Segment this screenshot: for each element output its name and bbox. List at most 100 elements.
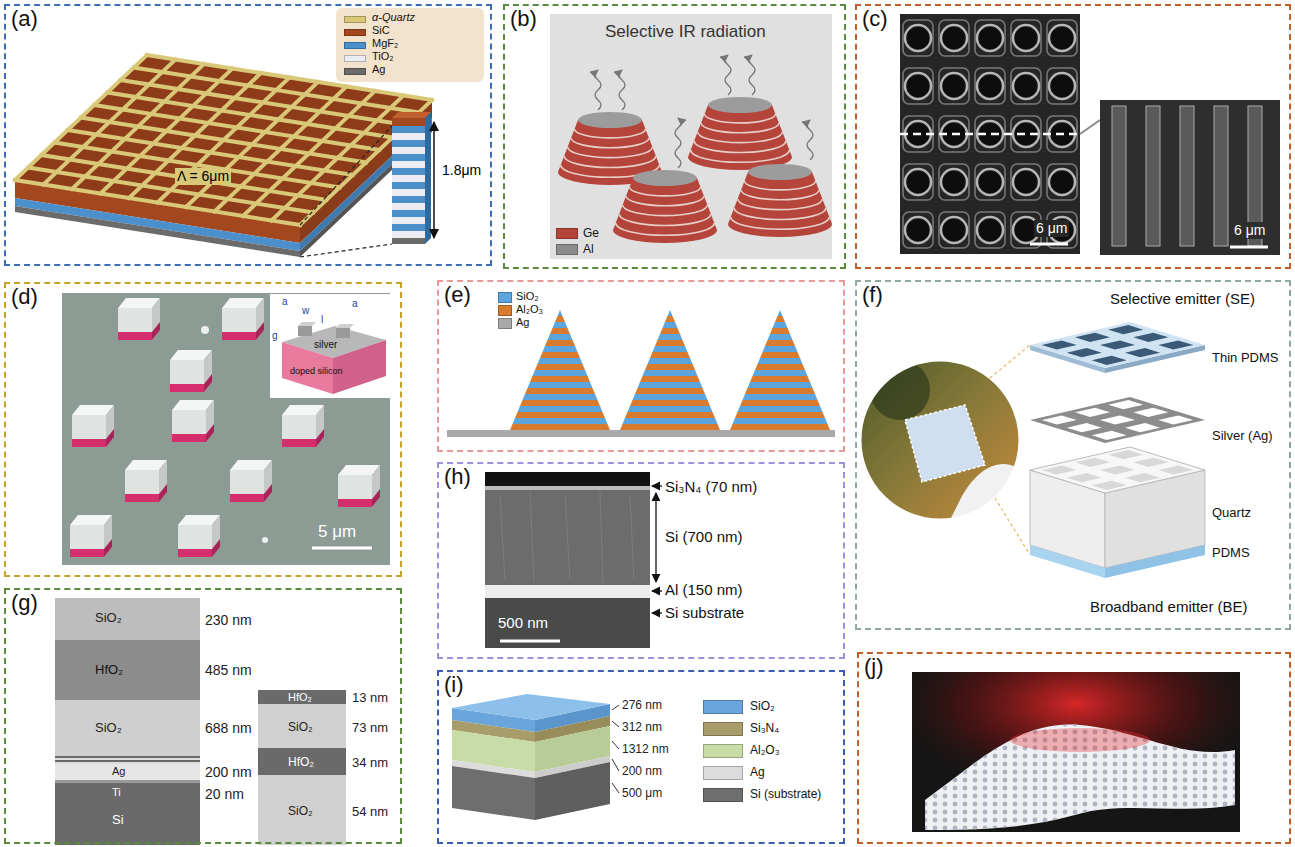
figure-label: SiO₂	[288, 804, 313, 818]
figure-label: 500 μm	[622, 786, 662, 800]
legend-swatch	[344, 42, 366, 49]
figure-label: Silver (Ag)	[1212, 428, 1273, 444]
legend-text: SiO₂	[516, 290, 539, 303]
figure-label: 200 nm	[205, 764, 252, 781]
figure-label: 200 nm	[622, 764, 662, 778]
cone-emitters	[550, 14, 832, 259]
figure-label: Al (150 nm)	[665, 581, 743, 599]
multilayer-block	[452, 694, 619, 820]
figure-label: l	[321, 314, 323, 326]
figure-panel: (i)	[437, 670, 845, 844]
legend-swatch	[498, 292, 512, 303]
panel-letter: (g)	[11, 591, 38, 615]
legend-text: α-Quartz	[372, 11, 415, 24]
legend-swatch	[703, 788, 743, 802]
legend-text: MgF₂	[372, 37, 398, 50]
figure-label: doped silicon	[290, 366, 343, 377]
figure-label: a	[282, 296, 288, 308]
legend-swatch	[703, 766, 743, 780]
figure-label: Ti	[112, 786, 121, 799]
panel-letter: (f)	[862, 283, 883, 307]
legend-text: Ge	[583, 226, 599, 240]
figure-panel: (f)	[855, 280, 1291, 630]
sem-pillars	[62, 293, 390, 565]
legend-text: Al₂O₃	[516, 303, 543, 316]
panel-letter: (d)	[11, 285, 38, 309]
figure-label: 276 nm	[622, 698, 662, 712]
figure-label: 6 μm	[1232, 222, 1267, 239]
panel-letter: (i)	[444, 673, 464, 697]
figure-panel: (a)	[4, 4, 492, 266]
legend-text: Ag	[516, 316, 529, 329]
figure-panel: (c)	[855, 4, 1291, 269]
panel-letter: (j)	[864, 655, 884, 679]
legend-swatch	[498, 318, 512, 329]
figure-label: 20 nm	[205, 786, 244, 803]
figure-label: 34 nm	[352, 755, 388, 771]
panel-letter: (e)	[444, 283, 471, 307]
metamaterial-slab	[15, 8, 484, 257]
legend-swatch	[344, 68, 366, 75]
legend-swatch	[556, 244, 578, 255]
figure-label: Quartz	[1212, 505, 1251, 521]
legend-swatch	[556, 228, 578, 239]
legend-swatch	[703, 744, 743, 758]
legend-text: SiO₂	[750, 699, 775, 713]
figure-label: w	[302, 305, 309, 317]
figure-label: Ag	[112, 765, 125, 778]
figure-label: 312 nm	[622, 720, 662, 734]
figure-label: 485 nm	[205, 662, 252, 679]
legend-text: TiO₂	[372, 50, 394, 63]
figure-label: Si (700 nm)	[665, 528, 743, 546]
figure-label: HfO₂	[288, 691, 312, 704]
figure-label: Λ = 6μm	[175, 168, 231, 185]
legend-text: Si₃N₄	[750, 721, 779, 735]
legend-text: Si (substrate)	[750, 787, 821, 801]
panel-letter: (b)	[510, 7, 537, 31]
figure-label: Si substrate	[665, 604, 744, 622]
heated-surface	[912, 672, 1240, 832]
figure-label: 6 μm	[1034, 220, 1069, 237]
figure-label: 13 nm	[352, 690, 388, 706]
panel-letter: (c)	[862, 7, 888, 31]
figure-label: Si	[112, 812, 124, 828]
legend-swatch	[498, 305, 512, 316]
legend-text: Ag	[372, 63, 385, 76]
legend-swatch	[703, 722, 743, 736]
figure-label: Selective emitter (SE)	[1110, 290, 1255, 308]
figure-label: Broadband emitter (BE)	[1090, 598, 1248, 616]
figure-panel: (j)	[857, 652, 1291, 844]
figure-label: Thin PDMS	[1212, 350, 1278, 366]
figure-label: Si₃N₄ (70 nm)	[665, 478, 757, 496]
figure-label: 1312 nm	[622, 742, 669, 756]
panel-letter: (h)	[444, 465, 471, 489]
figure-label: 5 μm	[318, 522, 356, 542]
figure-label: 688 nm	[205, 720, 252, 737]
figure-panel: (b)	[503, 4, 846, 269]
legend-text: SiC	[372, 24, 390, 37]
figure-label: g	[272, 330, 278, 342]
legend-swatch	[344, 16, 366, 23]
panel-letter: (a)	[11, 7, 38, 31]
legend-text: Al₂O₃	[750, 743, 780, 757]
figure-label: SiO₂	[95, 610, 122, 626]
sem-hole-array	[900, 14, 1280, 255]
figure-label: 500 nm	[498, 614, 548, 632]
legend-swatch	[344, 29, 366, 36]
sem-cross-section	[55, 598, 346, 845]
legend-text: Al	[583, 242, 594, 256]
pyramid-emitters	[447, 310, 835, 437]
figure-label: Selective IR radiation	[605, 22, 766, 42]
radiative-cooler-photo	[860, 322, 1205, 578]
figure-label: HfO₂	[95, 662, 123, 678]
figure-label: SiO₂	[288, 720, 313, 734]
figure-label: a	[352, 298, 358, 310]
figure-label: 230 nm	[205, 612, 252, 629]
legend-text: Ag	[750, 765, 765, 779]
figure-label: SiO₂	[95, 720, 122, 736]
legend-swatch	[703, 700, 743, 714]
sem-stack	[485, 472, 662, 648]
legend-swatch	[344, 55, 366, 62]
